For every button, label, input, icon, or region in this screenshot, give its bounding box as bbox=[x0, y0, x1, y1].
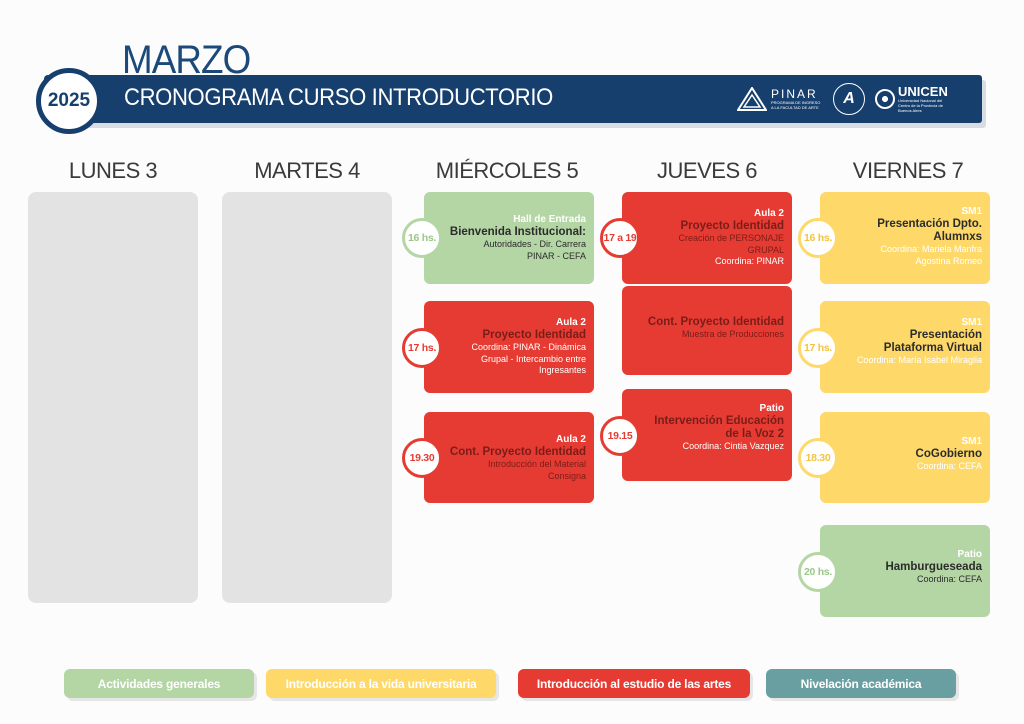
event-title: Cont. Proyecto Identidad bbox=[449, 446, 586, 458]
monday-column bbox=[28, 192, 198, 603]
event-detail: Consigna bbox=[547, 470, 586, 481]
event-title: Bienvenida Institucional: bbox=[449, 226, 586, 238]
globe-icon bbox=[875, 89, 895, 109]
pinar-name: PINAR bbox=[771, 87, 818, 101]
header-banner: CRONOGRAMA CURSO INTRODUCTORIO PINAR PRO… bbox=[44, 75, 982, 123]
event-time-fri-1: 16 hs. bbox=[798, 218, 838, 258]
event-detail: Coordina: María Isabel Miraglia bbox=[856, 355, 982, 365]
event-time-fri-2: 17 hs. bbox=[798, 328, 838, 368]
event-detail: Grupal - Intercambio entre bbox=[480, 353, 586, 364]
event-room: SM1 bbox=[961, 317, 982, 328]
event-detail: GRUPAL bbox=[747, 244, 784, 255]
unicen-name: UNICEN bbox=[898, 84, 948, 99]
event-title: Proyecto Identidad bbox=[680, 220, 784, 232]
event-title: Proyecto Identidad bbox=[482, 329, 586, 341]
pinar-triangle-icon bbox=[737, 87, 767, 111]
event-detail: Autoridades - Dir. Carrera bbox=[483, 239, 586, 249]
event-time-fri-3: 18.30 bbox=[798, 438, 838, 478]
event-room: SM1 bbox=[961, 206, 982, 217]
event-time-fri-4: 20 hs. bbox=[798, 552, 838, 592]
event-room: Patio bbox=[759, 403, 784, 414]
event-detail: Ingresantes bbox=[538, 365, 586, 375]
legend-arts-study: Introducción al estudio de las artes bbox=[518, 669, 750, 698]
event-title: Hamburgueseada bbox=[885, 561, 982, 573]
event-card-thu-2[interactable]: Cont. Proyecto Identidad Muestra de Prod… bbox=[622, 286, 792, 375]
pinar-subtitle: PROGRAMA DE INGRESO A LA FACULTAD DE ART… bbox=[771, 100, 821, 110]
day-header-monday: LUNES 3 bbox=[68, 158, 158, 183]
event-detail: Coordina: Cintia Vazquez bbox=[682, 441, 784, 451]
event-time-thu-3: 19.15 bbox=[600, 416, 640, 456]
event-room: Patio bbox=[957, 549, 982, 560]
event-card-thu-1[interactable]: Aula 2 Proyecto Identidad Creación de PE… bbox=[622, 192, 792, 284]
event-detail: Creación de PERSONAJE bbox=[678, 233, 784, 243]
event-title: Presentación Dpto. Alumnxs bbox=[877, 218, 982, 243]
logo-group: PINAR PROGRAMA DE INGRESO A LA FACULTAD … bbox=[737, 79, 950, 119]
unicen-logo: UNICEN Universidad Nacional del Centro d… bbox=[875, 85, 950, 113]
event-title: Presentación Plataforma Virtual bbox=[883, 329, 982, 354]
year-badge: 2025 bbox=[36, 68, 102, 134]
tuesday-column bbox=[222, 192, 392, 603]
event-time-thu-1: 17 a 19 bbox=[600, 218, 640, 258]
event-detail: Coordina: Mariela Manfra bbox=[880, 244, 982, 254]
day-header-wednesday: MIÉRCOLES 5 bbox=[435, 158, 579, 183]
event-detail: Coordina: PINAR bbox=[714, 256, 784, 266]
event-time-wed-3: 19.30 bbox=[402, 438, 442, 478]
event-detail: PINAR - CEFA bbox=[526, 250, 586, 261]
event-detail: Coordina: CEFA bbox=[916, 461, 982, 471]
event-card-fri-4[interactable]: Patio Hamburgueseada Coordina: CEFA bbox=[820, 525, 990, 617]
event-detail: Muestra de Producciones bbox=[681, 329, 784, 339]
event-card-thu-3[interactable]: Patio Intervención Educación de la Voz 2… bbox=[622, 389, 792, 481]
event-card-wed-1[interactable]: Hall de Entrada Bienvenida Institucional… bbox=[424, 192, 594, 284]
event-detail: Agostina Romeo bbox=[915, 255, 982, 266]
legend-university-life: Introducción a la vida universitaria bbox=[266, 669, 496, 698]
event-room: SM1 bbox=[961, 436, 982, 447]
day-header-friday: VIERNES 7 bbox=[852, 158, 964, 183]
day-header-tuesday: MARTES 4 bbox=[254, 158, 360, 183]
pinar-logo: PINAR PROGRAMA DE INGRESO A LA FACULTAD … bbox=[737, 87, 823, 111]
event-detail: Coordina: CEFA bbox=[916, 574, 982, 584]
event-title: Cont. Proyecto Identidad bbox=[647, 316, 784, 328]
event-card-wed-2[interactable]: Aula 2 Proyecto Identidad Coordina: PINA… bbox=[424, 301, 594, 393]
event-room: Aula 2 bbox=[555, 317, 586, 328]
schedule-title: CRONOGRAMA CURSO INTRODUCTORIO bbox=[124, 84, 553, 111]
unicen-subtitle: Universidad Nacional del Centro de la Pr… bbox=[898, 98, 943, 113]
event-card-fri-1[interactable]: SM1 Presentación Dpto. Alumnxs Coordina:… bbox=[820, 192, 990, 284]
event-room: Aula 2 bbox=[555, 434, 586, 445]
legend-general-activities: Actividades generales bbox=[64, 669, 254, 698]
legend-academic-leveling: Nivelación académica bbox=[766, 669, 956, 698]
event-time-wed-2: 17 hs. bbox=[402, 328, 442, 368]
event-time-wed-1: 16 hs. bbox=[402, 218, 442, 258]
event-card-fri-3[interactable]: SM1 CoGobierno Coordina: CEFA bbox=[820, 412, 990, 503]
event-card-fri-2[interactable]: SM1 Presentación Plataforma Virtual Coor… bbox=[820, 301, 990, 393]
event-detail: Coordina: PINAR - Dinámica bbox=[471, 342, 586, 352]
event-room: Hall de Entrada bbox=[513, 214, 586, 225]
event-title: CoGobierno bbox=[915, 448, 982, 460]
event-title: Intervención Educación de la Voz 2 bbox=[654, 415, 784, 440]
month-title: MARZO bbox=[122, 38, 251, 82]
event-room: Aula 2 bbox=[753, 208, 784, 219]
day-header-thursday: JUEVES 6 bbox=[657, 158, 757, 183]
faculty-seal-icon: A bbox=[833, 83, 865, 115]
event-card-wed-3[interactable]: Aula 2 Cont. Proyecto Identidad Introduc… bbox=[424, 412, 594, 503]
event-detail: Introducción del Material bbox=[487, 459, 586, 469]
